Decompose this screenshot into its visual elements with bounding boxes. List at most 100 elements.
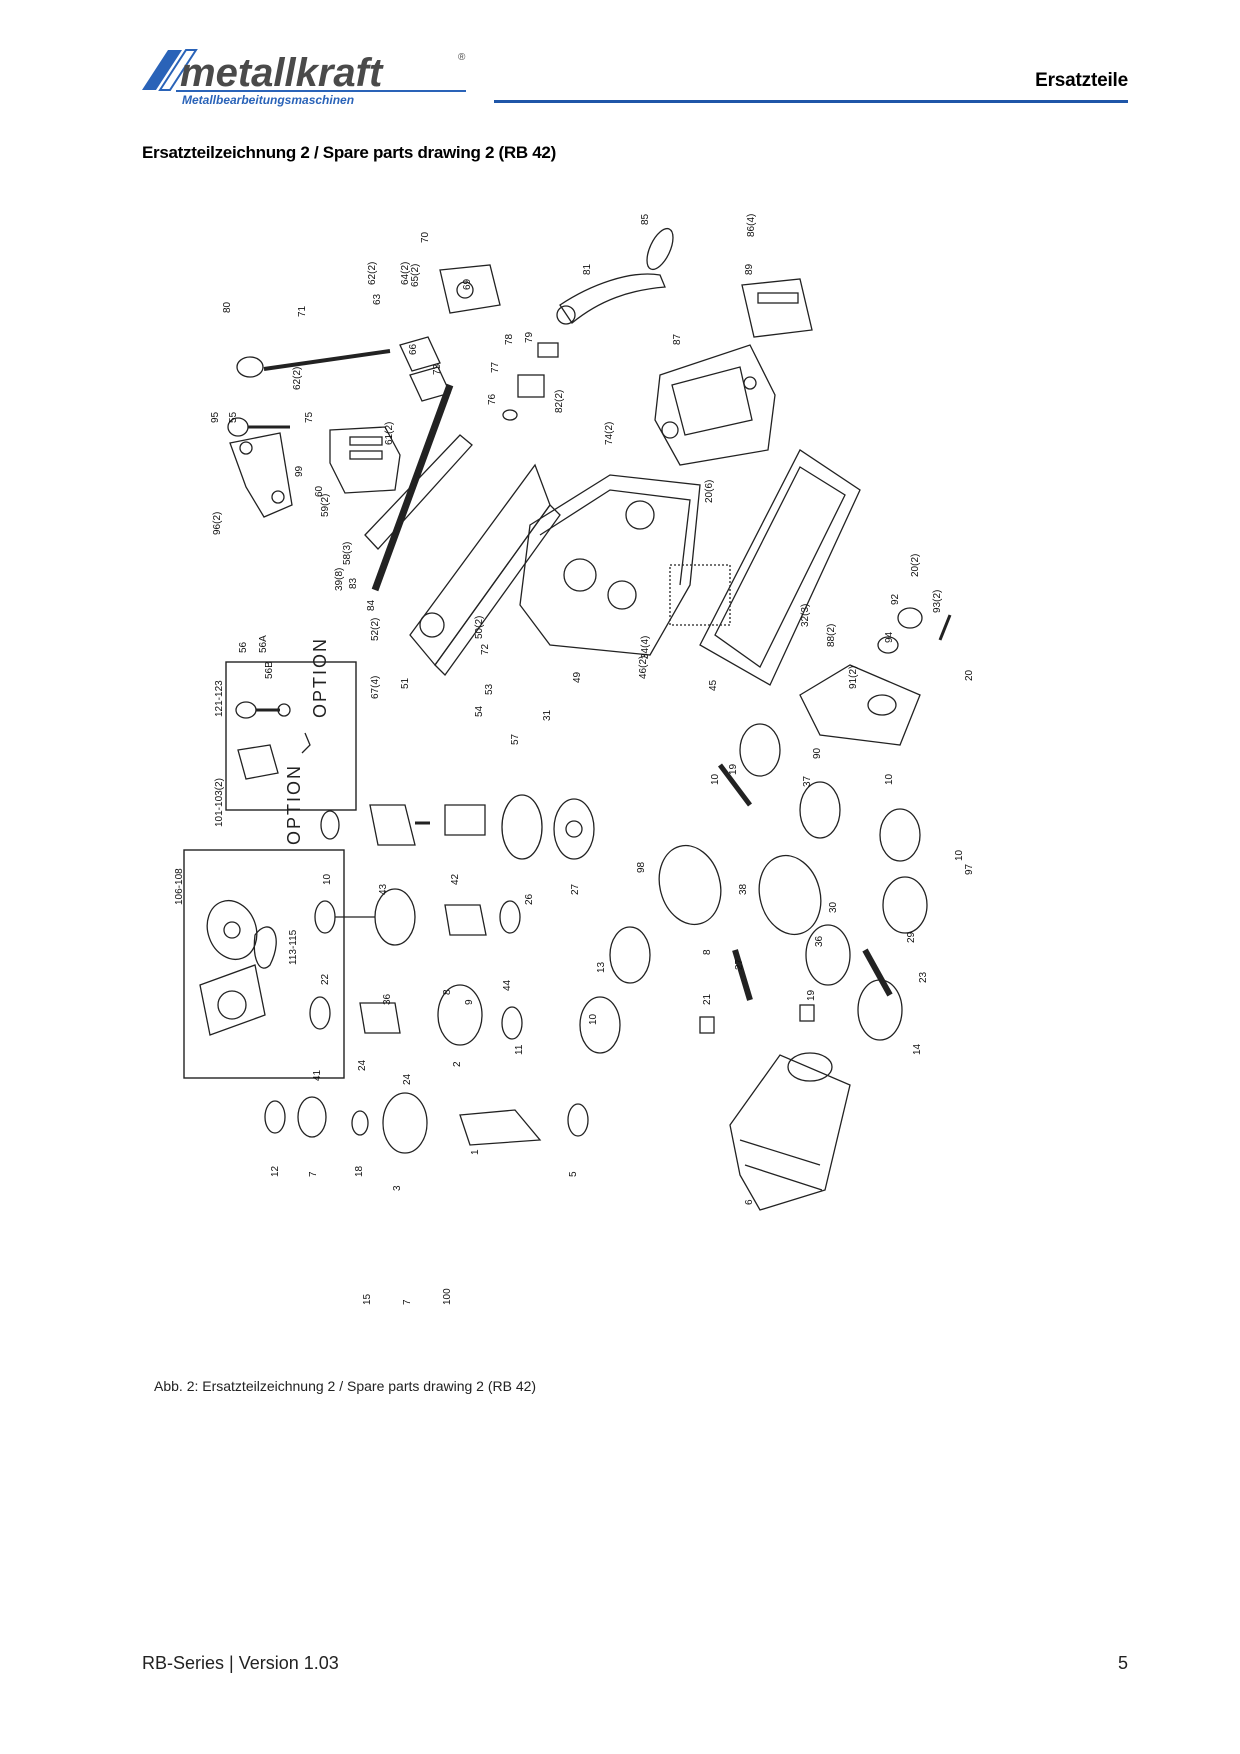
part-label: 106-108 — [174, 868, 185, 905]
part-label: 100 — [442, 1288, 453, 1305]
part-label: 15 — [362, 1293, 373, 1305]
part-label: 93(2) — [932, 590, 943, 613]
part-label: 24 — [402, 1073, 413, 1085]
part-label: 83 — [348, 577, 359, 589]
brand-logo: metallkraft ® Metallbearbeitungsmaschine… — [140, 46, 470, 110]
part-label: 85 — [640, 213, 651, 225]
part-label: 18 — [354, 1165, 365, 1177]
option-label-1: OPTION — [310, 637, 330, 718]
header-rule — [494, 100, 1128, 103]
part-label: 58(3) — [342, 542, 353, 565]
part-label: 71 — [297, 305, 308, 317]
part-label: 10 — [954, 849, 965, 861]
drawing-shapes — [183, 227, 952, 1211]
part-label: 74(2) — [604, 422, 615, 445]
part-label: 60 — [314, 485, 325, 497]
figure-caption: Abb. 2: Ersatzteilzeichnung 2 / Spare pa… — [154, 1378, 537, 1394]
part-label: 81 — [582, 263, 593, 275]
part-label: 76 — [487, 393, 498, 405]
part-label: 29 — [906, 931, 917, 943]
part-label: 73 — [432, 363, 443, 375]
part-label: 90 — [812, 747, 823, 759]
part-label: 92 — [890, 593, 901, 605]
part-label: 66 — [408, 343, 419, 355]
part-label: 98 — [636, 861, 647, 873]
part-label: 57 — [510, 733, 521, 745]
part-label: 19 — [806, 989, 817, 1001]
part-label: 31 — [542, 709, 553, 721]
part-label: 70 — [420, 231, 431, 243]
page-heading: Ersatzteilzeichnung 2 / Spare parts draw… — [142, 143, 556, 162]
part-label: 7 — [402, 1299, 413, 1305]
part-label: 11 — [514, 1044, 525, 1055]
footer-series: RB-Series | Version 1.03 — [142, 1653, 339, 1673]
logo-registered: ® — [458, 52, 466, 63]
part-label: 56A — [258, 635, 269, 653]
part-label: 61(2) — [384, 422, 395, 445]
part-label: 34(4) — [640, 636, 651, 659]
part-label: 79 — [524, 331, 535, 343]
section-title: Ersatzteile — [1035, 70, 1128, 91]
part-label: 49 — [572, 671, 583, 683]
part-label: 20(2) — [910, 554, 921, 577]
part-label: 10 — [710, 773, 721, 785]
part-label: 78 — [504, 333, 515, 345]
part-label: 91(2) — [848, 666, 859, 689]
part-label: 46(2) — [638, 656, 649, 679]
part-label: 87 — [672, 333, 683, 345]
part-label: 6 — [744, 1199, 755, 1205]
part-label: 30 — [828, 901, 839, 913]
part-label: 56B — [264, 661, 275, 679]
part-label: 22 — [320, 973, 331, 985]
part-label: 21 — [702, 993, 713, 1005]
part-label: 26 — [524, 893, 535, 905]
part-label: 7 — [308, 1171, 319, 1177]
part-label: 13 — [596, 961, 607, 973]
part-label: 89 — [744, 263, 755, 275]
part-label: 77 — [490, 361, 501, 373]
part-label: 101-103(2) — [214, 778, 225, 827]
part-label: 113-115 — [288, 929, 299, 965]
part-label: 69 — [462, 278, 473, 290]
part-label: 62(2) — [367, 262, 378, 285]
part-label: 44 — [502, 979, 513, 991]
part-label: 38 — [738, 883, 749, 895]
part-label: 2 — [452, 1061, 463, 1067]
part-label: 56 — [238, 641, 249, 653]
part-label: 37 — [802, 775, 813, 787]
part-label: 20(6) — [704, 480, 715, 503]
part-label: 82(2) — [554, 390, 565, 413]
part-label: 54 — [474, 705, 485, 717]
part-label: 80 — [222, 301, 233, 313]
part-label: 27 — [570, 883, 581, 895]
part-label: 72 — [480, 643, 491, 655]
part-label: 64(2) — [400, 262, 411, 285]
part-label: 36 — [382, 993, 393, 1005]
part-label: 86(4) — [746, 214, 757, 237]
part-label: 19 — [728, 763, 739, 775]
part-label: 8 — [442, 989, 453, 995]
part-label: 55 — [228, 411, 239, 423]
part-label: 10 — [322, 873, 333, 885]
part-label: 20 — [964, 669, 975, 681]
part-label: 96(2) — [212, 512, 223, 535]
part-label: 8 — [702, 949, 713, 955]
logo-tagline: Metallbearbeitungsmaschinen — [182, 93, 354, 107]
part-label: 88(2) — [826, 624, 837, 647]
part-label: 43 — [378, 883, 389, 895]
part-label: 12 — [270, 1165, 281, 1177]
part-label: 39(8) — [334, 568, 345, 591]
metallkraft-logo-icon: metallkraft ® Metallbearbeitungsmaschine… — [142, 49, 466, 107]
part-label: 9 — [464, 999, 475, 1005]
part-label: 32(3) — [800, 604, 811, 627]
part-label: 10 — [588, 1013, 599, 1025]
part-label: 5 — [568, 1171, 579, 1177]
part-label: 10 — [884, 773, 895, 785]
part-label: 63 — [372, 293, 383, 305]
part-label: 53 — [484, 683, 495, 695]
part-label: 45 — [708, 679, 719, 691]
logo-wordmark: metallkraft — [180, 51, 384, 95]
part-label: 42 — [450, 873, 461, 885]
part-label: 14 — [912, 1043, 923, 1055]
